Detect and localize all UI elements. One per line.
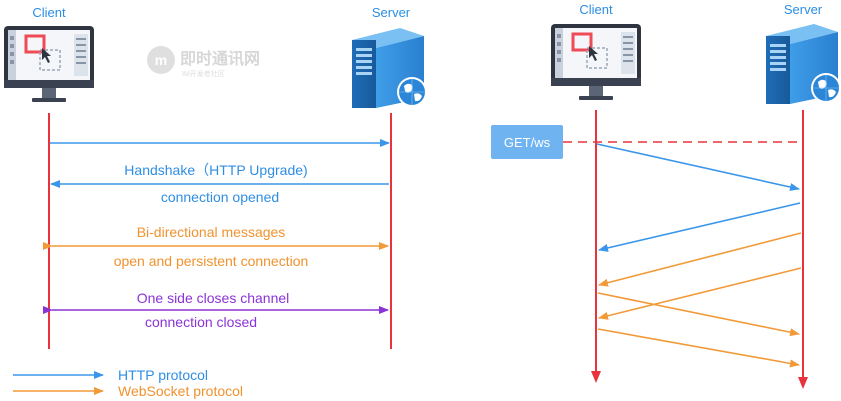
right-client-monitor-icon [549,22,643,102]
get-ws-request-box [491,125,563,159]
legend-http-label: HTTP protocol [118,367,208,383]
ws-client-message-2-arrow [597,328,800,368]
ws-server-message-2-arrow [598,267,802,320]
ws-server-message-1-arrow [598,232,802,287]
connection-closed-label: connection closed [145,314,257,330]
svg-text:m: m [155,52,167,68]
upgrade-response-arrow [598,202,801,252]
connection-opened-label: connection opened [161,189,279,205]
left-server-label: Server [372,5,411,20]
left-client-label: Client [32,5,66,20]
watermark-subtext: IM开发者社区 [182,69,225,78]
handshake-label: Handshake（HTTP Upgrade) [124,162,307,178]
left-server-icon [351,27,428,109]
watermark-text: 即时通讯网 [180,50,260,68]
legend-websocket-label: WebSocket protocol [118,383,243,399]
upgrade-request-arrow [596,143,800,191]
watermark-logo-icon [147,46,175,74]
close-channel-label: One side closes channel [137,290,290,306]
left-client-monitor-icon [2,24,96,104]
persistent-connection-label: open and persistent connection [114,253,309,269]
right-client-label: Client [579,2,613,17]
bidirectional-label: Bi-directional messages [137,224,286,240]
watermark: m 即时通讯网 IM开发者社区 [147,46,260,78]
right-server-label: Server [784,2,823,17]
ws-client-message-1-arrow [597,292,800,337]
get-ws-label: GET/ws [504,135,551,150]
right-server-icon [765,23,841,105]
